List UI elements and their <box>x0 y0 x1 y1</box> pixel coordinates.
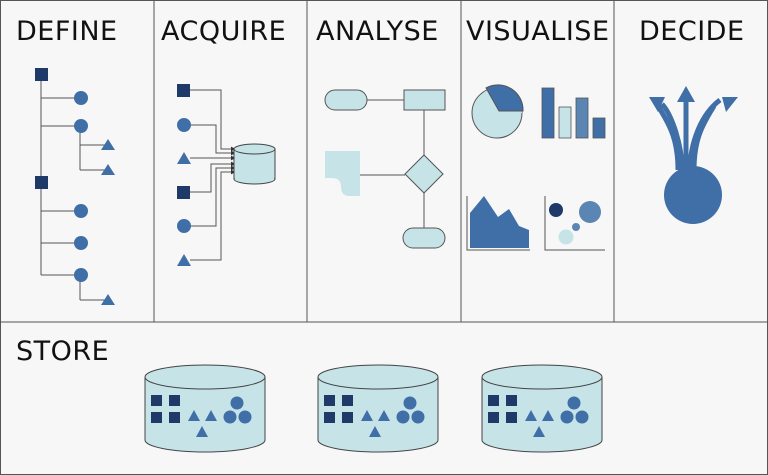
circle-icon <box>74 236 88 250</box>
database-icon <box>481 364 603 453</box>
bubble-chart-icon <box>544 196 605 251</box>
stage-title-decide: DECIDE <box>639 16 745 47</box>
analyse-flowchart <box>324 89 446 249</box>
define-hierarchy-tree <box>35 68 115 305</box>
decision-diamond-icon <box>404 154 444 194</box>
circle-icon <box>664 166 722 224</box>
triangle-icon <box>101 139 115 150</box>
square-icon <box>177 84 190 97</box>
stage-title-acquire: ACQUIRE <box>161 16 287 47</box>
triangle-icon <box>177 254 191 266</box>
process-box-icon <box>403 89 446 111</box>
circle-icon <box>74 268 88 282</box>
stage-title-analyse: ANALYSE <box>316 16 439 47</box>
document-shape-icon <box>325 151 360 196</box>
terminator-shape-icon <box>324 89 368 111</box>
store-databases <box>144 364 603 453</box>
branching-arrows-icon <box>655 98 722 171</box>
database-icon <box>317 364 439 453</box>
square-icon <box>35 176 48 189</box>
database-icon <box>233 143 276 185</box>
circle-icon <box>177 219 191 233</box>
circle-icon <box>74 204 88 218</box>
area-chart-icon <box>466 196 530 251</box>
acquire-data-sources <box>177 84 276 266</box>
database-icon <box>144 364 266 453</box>
circle-icon <box>177 118 191 132</box>
square-icon <box>35 68 48 81</box>
triangle-icon <box>101 164 115 175</box>
decide-branching-arrows <box>649 86 738 224</box>
circle-icon <box>74 91 88 105</box>
triangle-icon <box>101 294 115 305</box>
stage-title-visualise: VISUALISE <box>466 16 610 47</box>
terminator-shape-icon <box>402 227 446 249</box>
triangle-icon <box>177 152 191 164</box>
stage-title-define: DEFINE <box>16 16 118 47</box>
visualise-chart-thumbnails <box>466 84 606 251</box>
stage-title-store: STORE <box>16 336 110 367</box>
bar-chart-icon <box>541 87 606 139</box>
square-icon <box>177 186 190 199</box>
circle-icon <box>74 119 88 133</box>
pie-chart-icon <box>471 84 524 139</box>
